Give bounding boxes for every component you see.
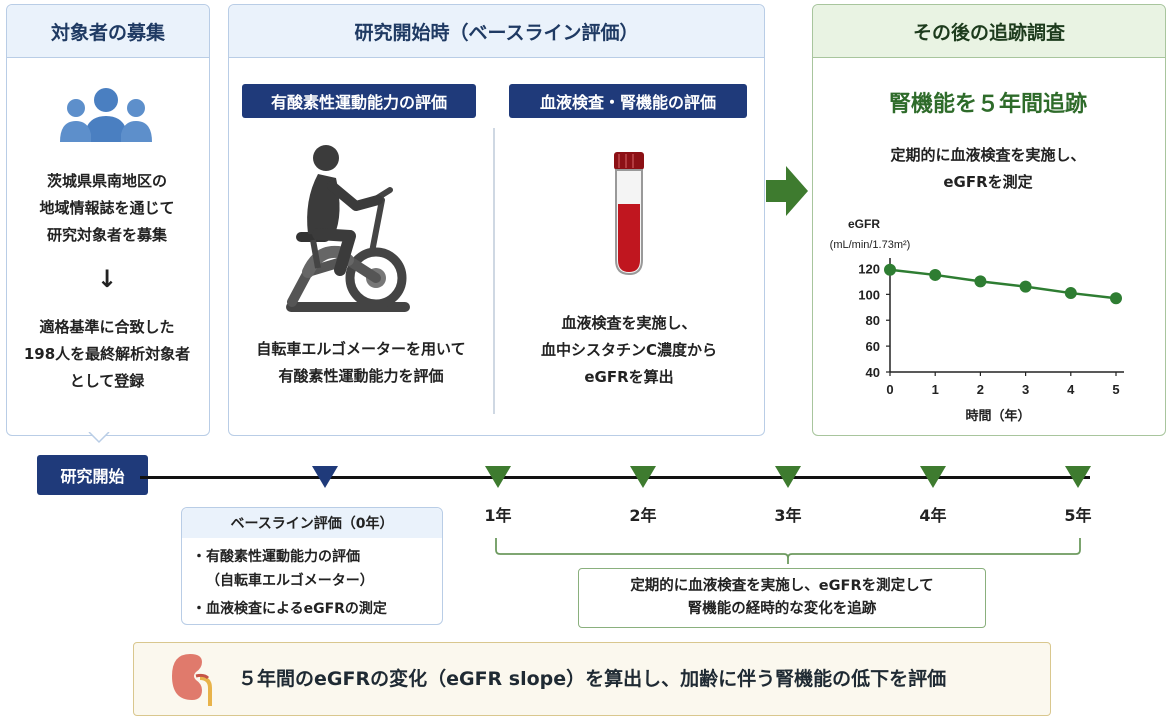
chart-y-tick-label: 120 xyxy=(858,261,880,276)
chart-series-line xyxy=(889,268,1117,300)
baseline-bullet-1b: （自転車エルゴメーター） xyxy=(206,573,374,589)
chart-x-tick-label: 0 xyxy=(886,382,893,397)
chart-x-tick-label: 5 xyxy=(1112,382,1119,397)
timeline-marker-year-1 xyxy=(485,466,511,488)
chart-point xyxy=(1019,280,1032,293)
chart-y-tick-label: 80 xyxy=(866,313,880,328)
timeline-year-label: 1年 xyxy=(484,506,512,525)
down-arrow-icon: ↓ xyxy=(96,265,118,293)
baseline-divider xyxy=(493,128,495,414)
followup-note-box: 定期的に血液検査を実施し、eGFRを測定して 腎機能の経時的な変化を追跡 xyxy=(578,568,986,628)
followup-panel: その後の追跡調査 xyxy=(812,4,1166,436)
chart-y-tick-label: 60 xyxy=(866,339,880,354)
chart-point xyxy=(929,268,942,281)
summary-banner-text: ５年間のeGFRの変化（eGFR slope）を算出し、加齢に伴う腎機能の低下を… xyxy=(238,668,947,690)
study-start-badge: 研究開始 xyxy=(37,455,148,495)
exercise-bike-icon xyxy=(286,145,410,312)
recruit-title: 対象者の募集 xyxy=(7,5,209,58)
people-icon xyxy=(60,88,152,142)
chart-x-tick-label: 2 xyxy=(977,382,984,397)
timeline-year-label: 4年 xyxy=(919,506,947,525)
recruit-panel: 対象者の募集 xyxy=(6,4,210,436)
followup-note-line-1: 定期的に血液検査を実施し、eGFRを測定して xyxy=(630,578,934,594)
chart-x-tick-label: 4 xyxy=(1067,382,1075,397)
followup-bracket xyxy=(495,538,1081,564)
chart-point xyxy=(884,263,896,276)
timeline-marker-year-5 xyxy=(1065,466,1091,488)
followup-text: 定期的に血液検査を実施し、 eGFRを測定 xyxy=(890,146,1086,191)
aerobic-text: 自転車エルゴメーターを用いて 有酸素性運動能力を評価 xyxy=(256,340,466,385)
chart-xlabel: 時間（年） xyxy=(965,408,1030,423)
recruit-text-1: 茨城県県南地区の 地域情報誌を通じて 研究対象者を募集 xyxy=(39,172,175,244)
timeline-line xyxy=(140,476,1090,479)
summary-banner xyxy=(133,642,1051,716)
followup-headline: 腎機能を５年間追跡 xyxy=(888,92,1087,117)
chart-x-tick-label: 3 xyxy=(1022,382,1029,397)
chart-y-tick-label: 40 xyxy=(866,365,880,380)
blood-label: 血液検査・腎機能の評価 xyxy=(509,84,747,118)
baseline-box-title: ベースライン評価（0年） xyxy=(182,508,442,538)
blood-text: 血液検査を実施し、 血中シスタチンC濃度から eGFRを算出 xyxy=(540,314,717,386)
timeline-marker-year-4 xyxy=(920,466,946,488)
timeline-year-label: 3年 xyxy=(774,506,802,525)
blood-tube-icon xyxy=(614,152,644,276)
chart-x-tick-label: 1 xyxy=(932,382,939,397)
chart-point xyxy=(1064,287,1077,300)
baseline-bullet-2: ・血液検査によるeGFRの測定 xyxy=(192,601,387,617)
chart-yunit: (mL/min/1.73m²) xyxy=(830,239,911,251)
chart-ylabel: eGFR xyxy=(848,217,880,231)
timeline-year-label: 5年 xyxy=(1064,506,1092,525)
baseline-title: 研究開始時（ベースライン評価） xyxy=(229,5,764,58)
timeline-marker-baseline xyxy=(312,466,338,488)
kidney-icon xyxy=(164,648,224,708)
chart-y-tick-label: 100 xyxy=(858,287,880,302)
pointer-tail xyxy=(88,432,110,444)
arrow-right-icon xyxy=(766,166,808,216)
timeline-marker-year-2 xyxy=(630,466,656,488)
baseline-bullet-1: ・有酸素性運動能力の評価 xyxy=(192,549,360,565)
followup-note-line-2: 腎機能の経時的な変化を追跡 xyxy=(687,601,877,617)
timeline-year-label: 2年 xyxy=(629,506,657,525)
followup-title: その後の追跡調査 xyxy=(813,5,1165,58)
recruit-text-2: 適格基準に合致した 198人を最終解析対象者 として登録 xyxy=(23,318,191,390)
timeline-marker-year-3 xyxy=(775,466,801,488)
chart-point xyxy=(1110,292,1122,305)
chart-point xyxy=(974,275,987,288)
baseline-info-box: ベースライン評価（0年） xyxy=(181,507,443,625)
aerobic-label: 有酸素性運動能力の評価 xyxy=(242,84,476,118)
